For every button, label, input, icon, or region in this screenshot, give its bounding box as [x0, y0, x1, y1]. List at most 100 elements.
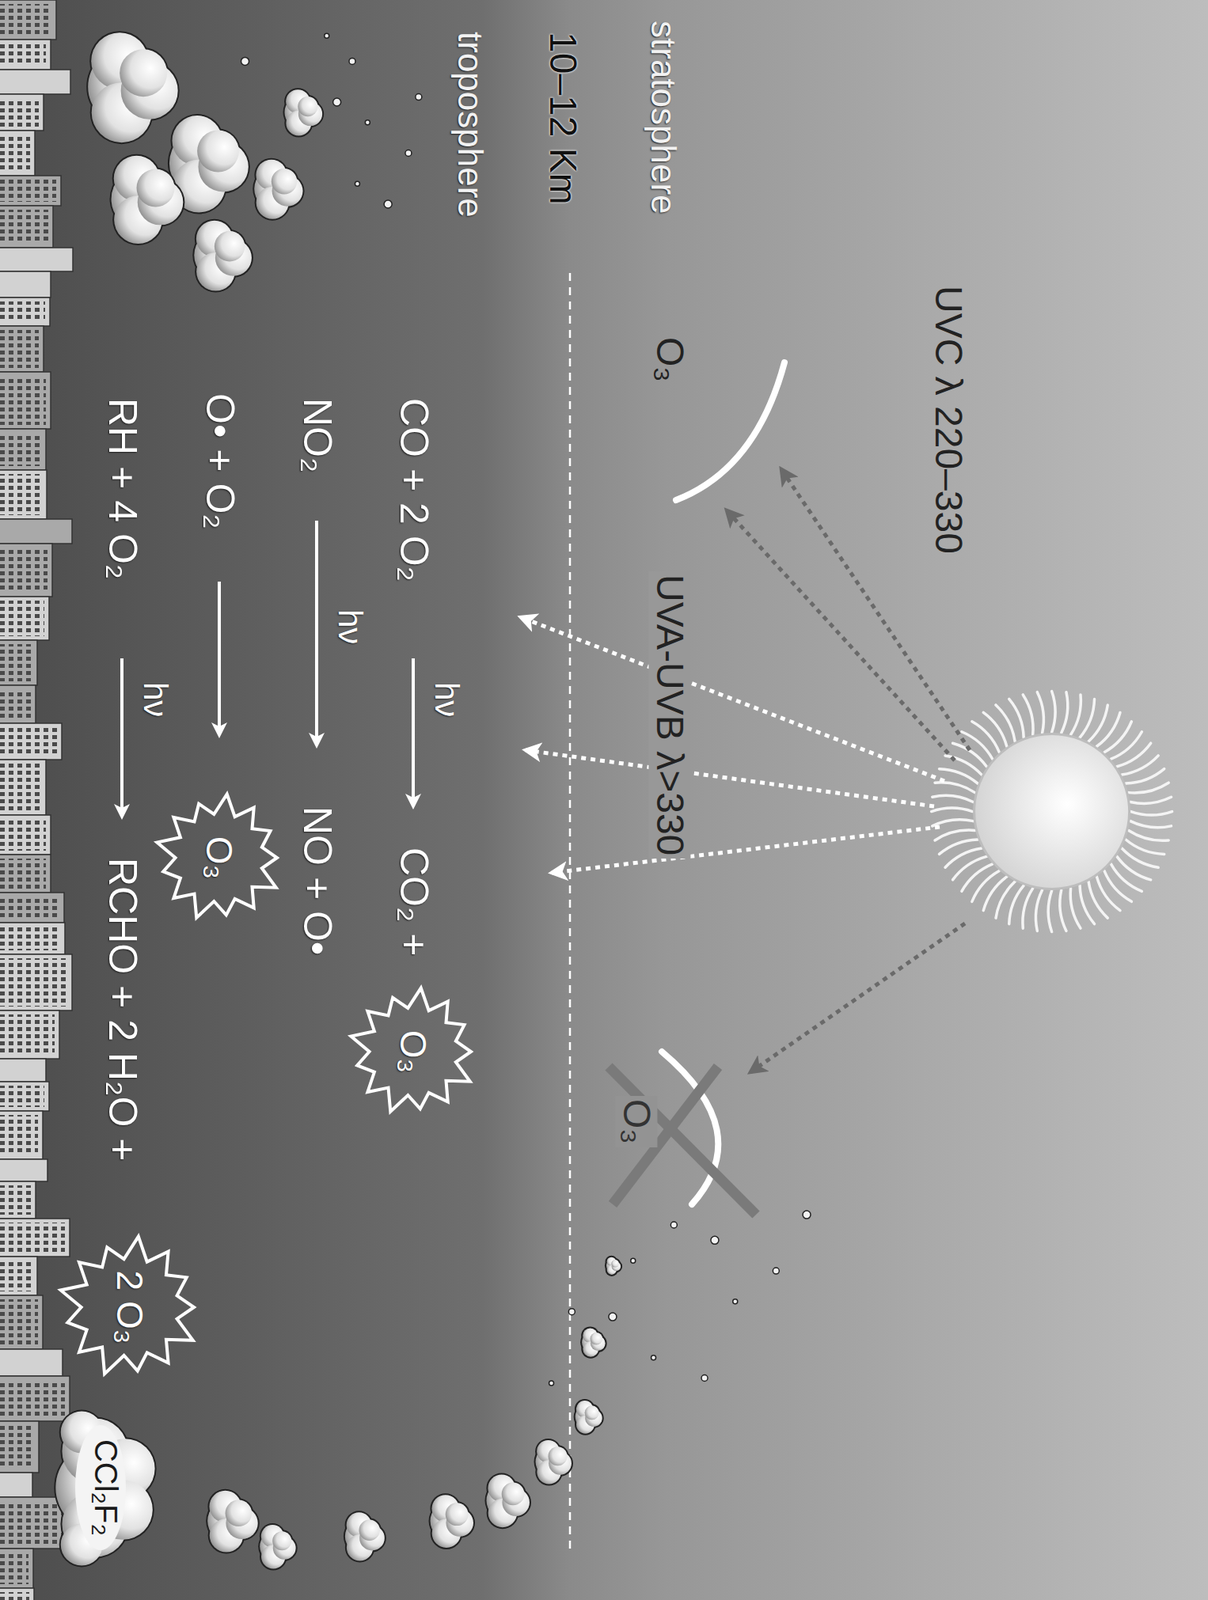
building [0, 1295, 43, 1350]
sun-ray [1022, 695, 1034, 735]
particle [630, 1258, 636, 1264]
building-windows [0, 1261, 33, 1292]
building-windows [0, 433, 42, 467]
sun-ray [1037, 692, 1044, 734]
building [0, 297, 50, 327]
building [0, 1376, 70, 1422]
sun-ray [953, 856, 988, 881]
reaction-arrow [217, 581, 221, 736]
reaction-arrow [120, 658, 124, 817]
sun-ray [1130, 797, 1172, 804]
layer-name: troposphere [451, 31, 490, 218]
uvc-ray-arrow [750, 923, 965, 1073]
node-text: 2 O₃ [110, 1271, 151, 1345]
building [0, 0, 57, 40]
sun-ray [995, 881, 1015, 919]
particle [324, 33, 330, 38]
puff-fill [585, 1405, 600, 1421]
sun-ray [1088, 705, 1108, 742]
particle [710, 1236, 719, 1245]
node-text: O₃ [393, 1030, 434, 1075]
sun-ray [1121, 755, 1159, 775]
node-text: O₃ [199, 836, 240, 881]
building-windows [0, 727, 57, 756]
building [0, 1421, 39, 1474]
uvc-ray-arrow [726, 510, 955, 761]
building [0, 247, 73, 272]
building [0, 543, 53, 597]
building-windows [0, 1380, 65, 1418]
building-windows [0, 644, 33, 682]
sun-ray [1022, 888, 1034, 929]
product: RCHO + 2 H₂O + [100, 858, 145, 1162]
reactant: NO₂ [295, 398, 339, 473]
puff-fill [136, 169, 175, 208]
cfc-puff [205, 1489, 260, 1555]
sun-ray [1079, 698, 1095, 738]
reaction-arrow [411, 658, 415, 807]
starburst-outline [156, 794, 278, 919]
particle [405, 150, 412, 157]
building-windows [0, 1115, 38, 1156]
sun-ray [1035, 890, 1042, 932]
particle [333, 98, 342, 107]
product: NO + O• [295, 806, 339, 956]
sun-ray [1061, 692, 1068, 734]
building-windows [0, 330, 39, 369]
altitude-label: 10–12 Km [542, 31, 585, 206]
puff-fill [197, 130, 240, 173]
reactant: CO + 2 O₂ [391, 398, 436, 582]
sun [931, 691, 1173, 933]
sun-ray [1130, 821, 1172, 829]
sun-ray [1125, 839, 1165, 855]
sun-ray [1096, 877, 1121, 912]
sun-ray [1088, 881, 1108, 919]
building-windows [0, 819, 46, 851]
particle [802, 1211, 811, 1220]
building [0, 892, 65, 924]
reactant: RH + 4 O₂ [100, 398, 145, 580]
building-windows [0, 1592, 30, 1600]
sun-ray [939, 839, 979, 855]
ozone-label: O₃ [649, 337, 692, 383]
building-windows [0, 1223, 65, 1254]
building [0, 1082, 50, 1112]
sun-ray [1116, 856, 1152, 881]
building [0, 723, 62, 760]
building [0, 519, 73, 544]
puff-fill [501, 1483, 525, 1507]
particle [670, 1222, 677, 1229]
cross-mark [608, 1067, 756, 1216]
cfc-puff [534, 1439, 574, 1487]
cfc-puff [258, 1523, 297, 1572]
cloud [192, 219, 254, 293]
building-windows [0, 1185, 31, 1216]
puff-fill [214, 231, 245, 262]
building-windows [0, 547, 48, 593]
puff-fill [271, 168, 297, 194]
ozone-layer-arc [676, 362, 785, 501]
building [0, 1219, 70, 1258]
clouds [86, 30, 811, 1571]
particle [241, 56, 250, 65]
puff-fill [225, 1500, 253, 1528]
ozone-starburst: O₃ [346, 985, 480, 1119]
building-windows [0, 600, 45, 637]
sun-ray [931, 808, 973, 813]
building [0, 1010, 60, 1060]
building [0, 1549, 34, 1589]
sun-ray [1059, 890, 1067, 932]
building [0, 271, 51, 298]
cloud [110, 154, 186, 246]
sun-ray [934, 830, 975, 841]
building-windows [0, 474, 42, 516]
building [0, 1111, 43, 1160]
puff-fill [548, 1447, 568, 1467]
particle [415, 94, 422, 101]
sun-ray [1121, 848, 1159, 868]
sun-ray [961, 864, 993, 892]
building [0, 205, 54, 248]
product: CO₂ + [391, 847, 436, 958]
building [0, 954, 73, 1011]
